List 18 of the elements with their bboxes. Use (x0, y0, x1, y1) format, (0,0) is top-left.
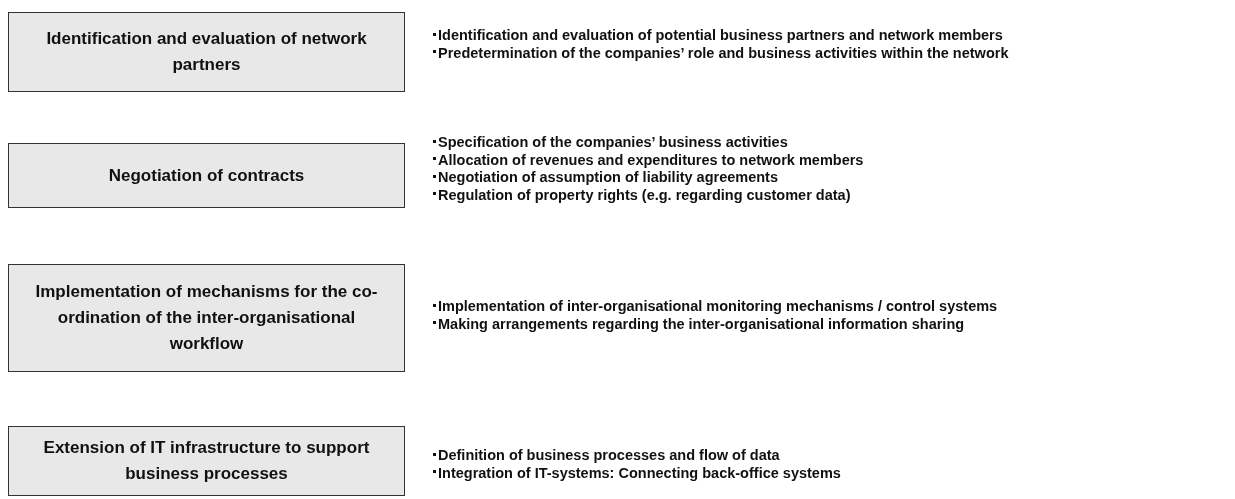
bullet-point: Implementation of inter-organisational monitoring mechanisms / control systems (433, 298, 1233, 316)
process-box (8, 143, 405, 208)
bullet-point: Predetermination of the companies’ role and business activities within the network (433, 44, 1233, 62)
step-title: Implementation of mechanisms for the co-ordination of the inter-organisational workflow (34, 281, 379, 355)
bullet-point: Regulation of property rights (e.g. regarding customer data) (433, 186, 1233, 204)
process-box (8, 12, 405, 92)
bullet-point: Making arrangements regarding the inter-organisational information sharing (433, 315, 1233, 333)
process-box (8, 426, 405, 496)
bullet-point: Allocation of revenues and expenditures to network members (433, 151, 1233, 169)
step-title: Identification and evaluation of network partners (45, 28, 368, 76)
bullet-point: Definition of business processes and flow of data (433, 447, 1233, 465)
bullet-point: Integration of IT-systems: Connecting back-office systems (433, 464, 1233, 482)
bullet-point: Negotiation of assumption of liability agreements (433, 169, 1233, 187)
step-title: Extension of IT infrastructure to support business processes (42, 437, 371, 485)
step-title: Negotiation of contracts (107, 164, 306, 187)
process-box (8, 264, 405, 372)
bullet-point: Identification and evaluation of potential business partners and network members (433, 27, 1233, 45)
bullet-point: Specification of the companies’ business activities (433, 134, 1233, 152)
